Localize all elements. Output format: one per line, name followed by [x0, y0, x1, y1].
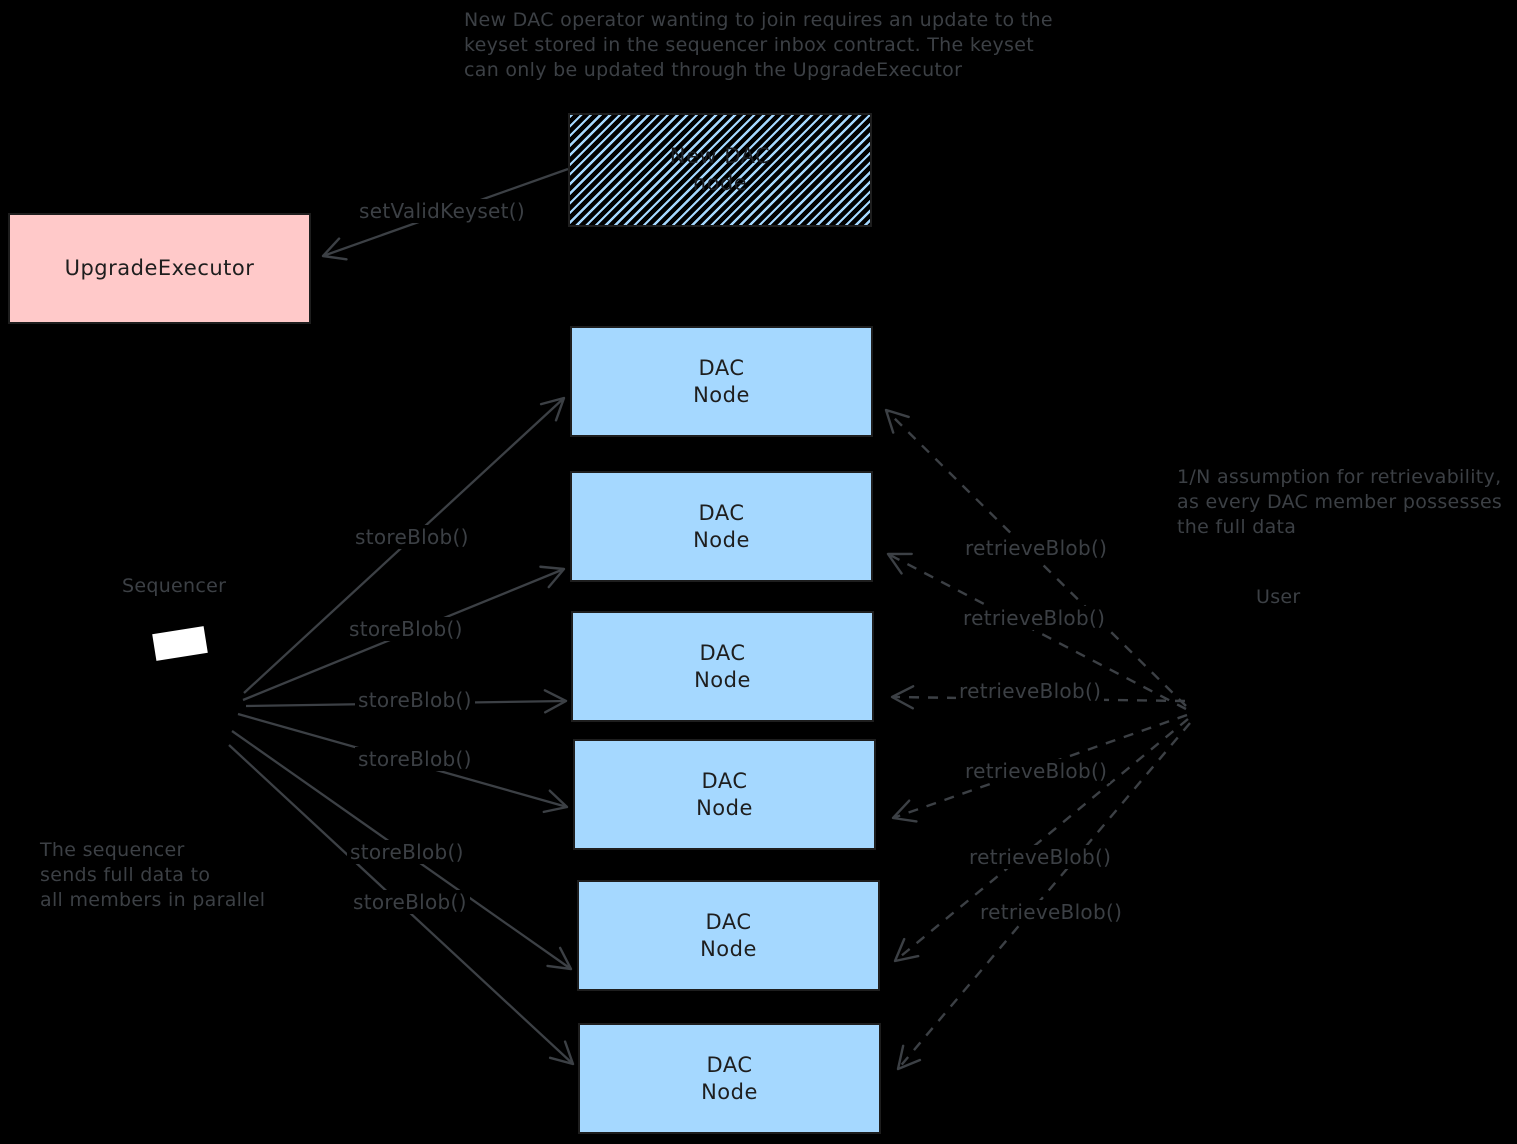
dac-node-box-4: DAC Node [573, 739, 876, 850]
store-blob-label-4: storeBlob() [355, 747, 475, 771]
dac-node-label: DAC Node [693, 355, 750, 407]
dac-node-box-6: DAC Node [578, 1023, 881, 1134]
retrieve-blob-arrows [884, 408, 1191, 1071]
retrieve-blob-arrow-5 [893, 718, 1189, 963]
store-blob-label-6: storeBlob() [350, 890, 470, 914]
dac-node-box-5: DAC Node [577, 880, 880, 991]
left-note: The sequencer sends full data to all mem… [40, 839, 266, 911]
store-blob-label-3: storeBlob() [355, 688, 475, 712]
set-valid-keyset-label: setValidKeyset() [356, 199, 528, 223]
dac-node-label: DAC Node [693, 500, 750, 552]
dac-node-box-2: DAC Node [570, 471, 873, 582]
retrieve-blob-label-3: retrieveBlob() [956, 679, 1105, 703]
store-blob-label-5: storeBlob() [347, 840, 467, 864]
new-dac-node-label: New DAC node [669, 144, 771, 195]
retrieve-blob-label-1: retrieveBlob() [962, 536, 1111, 560]
user-label: User [1253, 586, 1304, 608]
top-note: New DAC operator wanting to join require… [464, 9, 1053, 81]
retrieve-blob-label-2: retrieveBlob() [960, 606, 1109, 630]
right-note: 1/N assumption for retrievability, as ev… [1177, 466, 1503, 538]
dac-node-label: DAC Node [700, 909, 757, 961]
dac-node-box-3: DAC Node [571, 611, 874, 722]
dac-node-box-1: DAC Node [570, 326, 873, 437]
store-blob-label-2: storeBlob() [346, 617, 466, 641]
new-dac-node-box: New DAC node [568, 113, 872, 227]
retrieve-blob-label-5: retrieveBlob() [966, 845, 1115, 869]
retrieve-blob-label-4: retrieveBlob() [962, 759, 1111, 783]
store-blob-arrows [228, 396, 575, 1066]
dac-node-label: DAC Node [694, 640, 751, 692]
store-blob-label-1: storeBlob() [352, 525, 472, 549]
upgrade-executor-box: UpgradeExecutor [8, 213, 311, 324]
sequencer-label: Sequencer [119, 575, 230, 597]
dac-node-label: DAC Node [696, 768, 753, 820]
retrieve-blob-label-6: retrieveBlob() [977, 900, 1126, 924]
upgrade-executor-label: UpgradeExecutor [64, 256, 255, 280]
dac-node-label: DAC Node [701, 1052, 758, 1104]
